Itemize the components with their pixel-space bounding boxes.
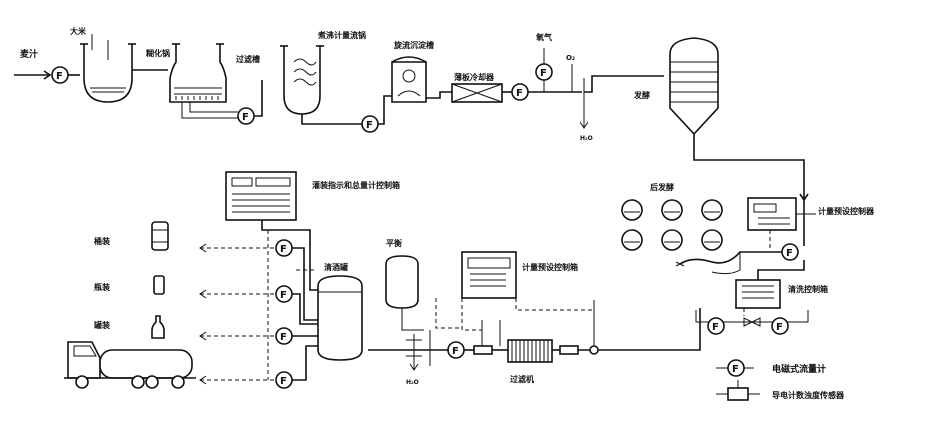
svg-text:F: F [712, 322, 719, 333]
sensor-inline-1 [559, 345, 579, 355]
flow-meter-4: F [511, 83, 529, 101]
flow-meter-11: F [275, 239, 293, 257]
label-guanzhuang: 瓶装 [94, 282, 110, 292]
flow-meter-7: F [707, 317, 725, 335]
sensor-inline-2 [473, 345, 493, 355]
label-h2o-bottom: H₂O [406, 379, 419, 386]
label-h2o-top: H₂O [580, 135, 593, 142]
lauter-tun [169, 43, 227, 103]
legend-meter-label: 电磁式流量计 [772, 363, 826, 375]
svg-text:F: F [242, 112, 249, 123]
label-pingjiu: 平衡 [386, 238, 402, 248]
svg-text:F: F [540, 68, 547, 79]
legend-sensor [716, 380, 760, 401]
tanker-truck-icon [64, 341, 196, 389]
label-yangqi: 氧气 [535, 32, 552, 42]
label-guolvji: 过滤机 [510, 374, 534, 384]
svg-text:F: F [280, 332, 287, 343]
balance-tank [385, 255, 419, 309]
label-qingjiu-kongzhi: 灌装指示和总量计控制箱 [312, 180, 400, 190]
label-dami: 大米 [70, 26, 87, 36]
plate-filter [507, 339, 553, 363]
secondary-fermenters [621, 199, 723, 251]
filling-control-cabinet [225, 171, 297, 221]
can-icon [153, 275, 165, 295]
keg-icon [151, 221, 169, 251]
label-guolvcao: 过滤槽 [236, 54, 260, 64]
flow-meter-10: F [447, 341, 465, 359]
whirlpool-tank [391, 56, 427, 103]
svg-text:F: F [280, 244, 287, 255]
svg-text:F: F [452, 346, 459, 357]
flow-meter-3: F [361, 115, 379, 133]
label-xuanchen: 旋流沉淀槽 [393, 40, 434, 50]
flow-meter-2: F [237, 107, 255, 125]
svg-text:F: F [366, 120, 373, 131]
svg-text:F: F [786, 248, 793, 259]
label-o2: O₂ [566, 54, 575, 62]
label-qingjiuguan: 清酒罐 [324, 262, 348, 272]
flow-meter-12: F [275, 285, 293, 303]
label-lengque: 薄板冷却器 [454, 72, 495, 82]
fermenter-tank [669, 37, 719, 136]
mash-tun-1 [80, 40, 136, 103]
dosing-controller-top [747, 197, 797, 231]
label-houfajiao: 后发酵 [650, 182, 674, 192]
legend-meter: F [716, 359, 754, 377]
flow-meter-8: F [771, 317, 789, 335]
flow-meter-6: F [781, 243, 799, 261]
label-jiliang-top: 计量预设控制箱 [522, 262, 578, 272]
flow-meter-9 [589, 345, 599, 355]
label-pingzhuang: 罐装 [93, 320, 110, 330]
boil-kettle [280, 45, 324, 115]
label-jiliang-right: 计量预设控制器 [818, 206, 875, 216]
svg-text:F: F [56, 71, 63, 82]
plate-cooler [451, 83, 503, 103]
legend-sensor-label: 导电计数浊度传感器 [772, 390, 845, 400]
svg-text:F: F [280, 376, 287, 387]
flow-meter-13: F [275, 327, 293, 345]
dosing-control-cabinet [461, 251, 517, 299]
label-jiuchi-kongzhi: 清洗控制箱 [788, 284, 828, 294]
flow-meter-1: F [51, 66, 69, 84]
svg-text:F: F [732, 364, 739, 375]
label-maizhi: 麦汁 [20, 48, 38, 60]
label-tongzhuang: 桶装 [93, 236, 110, 246]
label-fajiao: 发酵 [633, 90, 650, 100]
label-hulihuo: 糊化锅 [146, 48, 170, 58]
flow-meter-5: F [535, 63, 553, 81]
inlet-arrow-icon [43, 70, 52, 80]
bottle-icon [151, 315, 165, 339]
svg-text:F: F [280, 290, 287, 301]
svg-text:F: F [776, 322, 783, 333]
flow-meter-14: F [275, 371, 293, 389]
filter-controller [735, 279, 781, 309]
label-zhufeiguo: 煮沸计量流锅 [317, 30, 366, 40]
svg-text:F: F [516, 88, 523, 99]
bright-beer-tank [317, 275, 363, 361]
